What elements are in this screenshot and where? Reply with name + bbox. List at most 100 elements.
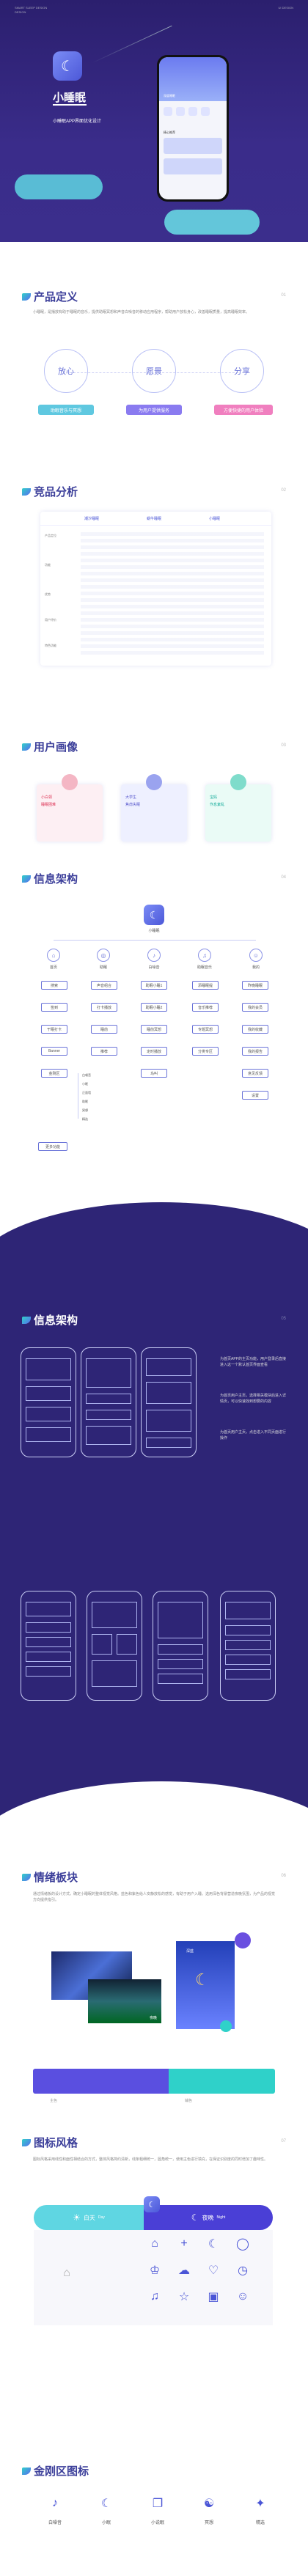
- noise-icon: ♪: [52, 2497, 58, 2509]
- page-number: 03: [281, 743, 286, 748]
- wire-note: 为首页用户主页，选择相关模块后进入详情页，可以快速找到想要的内容: [220, 1394, 287, 1404]
- ia-heading: 信息架构: [22, 871, 78, 886]
- day-en-label: Day: [98, 2215, 105, 2220]
- cat-label: 我的: [252, 965, 260, 970]
- style-heading: 图标风格: [22, 2135, 78, 2150]
- hero-subtitle: 小睡眠APP界面优化设计: [53, 119, 102, 124]
- persona-card-2: 大学生 焦虑失眠: [121, 774, 187, 842]
- cat-label: 助眠: [99, 965, 107, 970]
- circle-1: 放心: [44, 349, 88, 393]
- wireframe-5: [87, 1591, 142, 1701]
- ia-box: 打卡播放: [91, 1003, 117, 1012]
- wireframe-4: [21, 1591, 76, 1701]
- featured-icon: ✦: [255, 2498, 265, 2510]
- persona-tag: 焦虑失眠: [125, 803, 141, 807]
- kingkong-label: 小说眠: [150, 2521, 164, 2525]
- sub-item: 助眠: [82, 1100, 88, 1103]
- kingkong-heading: 金刚区图标: [22, 2463, 89, 2479]
- page-number: 06: [281, 1874, 286, 1878]
- hero-top-right: UI DESIGN: [278, 6, 293, 10]
- deco-circle-purple: [235, 1932, 251, 1948]
- wave-bottom: [0, 1781, 308, 1869]
- music-icon: ♫: [198, 949, 211, 962]
- sub-item: 正面墙: [82, 1091, 91, 1094]
- ia-box: 助眠小睡2: [141, 1003, 167, 1012]
- mood-desc: 通过情绪板的设计方式，确定小睡眠的整体视觉风格。蓝色和紫色给人安静放松的感觉，有…: [33, 1892, 276, 1902]
- ia-root-label: 小睡眠: [148, 929, 160, 933]
- ia-box: 我的收藏: [242, 1025, 268, 1034]
- app-col-1: 潮汐睡眠: [84, 517, 100, 521]
- sub-item: 精选: [82, 1117, 88, 1121]
- time-icon: ◷: [238, 2264, 248, 2277]
- ia-box: 干眠打卡: [41, 1025, 67, 1034]
- ia-box: 助眠小睡1: [141, 981, 167, 990]
- row-label-4: 用户评价: [45, 618, 56, 622]
- page-number: 05: [281, 1317, 286, 1321]
- moon-icon: ☾: [208, 2238, 219, 2251]
- phone-label-1: 深度睡眠: [164, 94, 175, 97]
- row-label-1: 产品定位: [45, 534, 56, 537]
- row-label-5: 特色功能: [45, 644, 56, 647]
- ia-box: Banner: [41, 1047, 67, 1056]
- cat-label: 白噪音: [148, 965, 160, 970]
- title-underline: [53, 104, 87, 106]
- home-icon: ⌂: [151, 2237, 158, 2250]
- ia-root-icon: ☾: [144, 905, 164, 925]
- moon-icon: ☾: [191, 2212, 199, 2223]
- ia-box: 音乐推荐: [192, 1003, 219, 1012]
- star-icon: ☆: [178, 2291, 190, 2303]
- music-icon: ♫: [150, 2290, 159, 2303]
- cat-label: 首页: [49, 965, 57, 970]
- wireframe-2: [81, 1347, 136, 1457]
- home-icon: ⌂: [63, 2267, 70, 2279]
- day-card: ☀ 白天 Day: [34, 2205, 144, 2230]
- ia-box: 意见反馈: [242, 1069, 268, 1078]
- persona-card-1: 小白领 睡眠困难: [37, 774, 103, 842]
- mood-card-label: 夜晚: [149, 2016, 157, 2020]
- user-icon: ☺: [249, 949, 263, 962]
- user-icon: ☺: [236, 2290, 249, 2303]
- kingkong-label: 白噪音: [48, 2521, 62, 2525]
- sub-item: 白噪音: [82, 1073, 91, 1077]
- phone-mockup: 深度睡眠 精心推荐: [157, 55, 229, 202]
- primary-color: [33, 2069, 169, 2094]
- persona-section: 用户画像 03 小白领 睡眠困难 大学生 焦虑失眠 宝妈 作息紊乱: [0, 718, 308, 858]
- row-label-3: 优势: [45, 592, 51, 596]
- wire-section: 信息架构 05 为首页APP的主页功能，用户登录后直接进入这一个默认首页界面查看…: [0, 1283, 308, 1869]
- chat-icon: ◯: [236, 2238, 249, 2251]
- ia-box: 签到: [41, 1003, 67, 1012]
- icon-grid-bg: [34, 2230, 273, 2325]
- wire-note: 为首页用户主页，点击进入不同页面进行操作: [220, 1430, 287, 1440]
- persona-name: 宝妈: [210, 795, 218, 800]
- mood-image-2: 夜晚: [88, 1979, 161, 2023]
- wave-divider: [0, 1202, 308, 1283]
- row-label-2: 功能: [45, 563, 51, 567]
- crown-icon: ♔: [149, 2264, 161, 2277]
- home-icon: ⌂: [47, 949, 60, 962]
- kingkong-section: 金刚区图标 ♪ ☾ ❐ ☯ ✦ 白噪音 小眠 小说眠 冥想 精选: [0, 2456, 308, 2576]
- ia-box: 搜索: [41, 981, 67, 990]
- moon-icon: ☾: [61, 58, 74, 75]
- compete-section: 竞品分析 02 潮汐睡眠 蜗牛睡眠 小睡眠 产品定位 功能 优势 用户评价 特色…: [0, 455, 308, 718]
- kingkong-label: 小眠: [101, 2521, 111, 2525]
- hero-top-left2: DESIGN: [15, 10, 26, 14]
- kingkong-label: 冥想: [204, 2521, 213, 2525]
- ia-box: 定时播放: [141, 1047, 167, 1056]
- page-number: 07: [281, 2139, 286, 2143]
- kingkong-label: 精选: [255, 2521, 265, 2525]
- mood-section: 情绪板块 06 通过情绪板的设计方式，确定小睡眠的整体视觉风格。蓝色和紫色给人安…: [0, 1869, 308, 2119]
- ia-box: 声音组合: [91, 981, 117, 990]
- ia-box: 专题冥想: [192, 1025, 219, 1034]
- ia-box: 金刚区: [41, 1069, 67, 1078]
- sun-icon: ☀: [73, 2212, 81, 2223]
- persona-name: 小白领: [41, 795, 53, 800]
- sleep-icon: ◎: [97, 949, 110, 962]
- persona-name: 大学生: [125, 795, 137, 800]
- meditation-icon: ☯: [203, 2498, 215, 2510]
- mood-image-3: 深蓝 ☾: [176, 1941, 235, 2029]
- book-icon: ❐: [152, 2498, 164, 2510]
- cat-label: 助眠音乐: [197, 965, 212, 970]
- wireframe-3: [141, 1347, 197, 1457]
- night-label: 夜晚: [202, 2214, 214, 2221]
- secondary-color: [168, 2069, 275, 2094]
